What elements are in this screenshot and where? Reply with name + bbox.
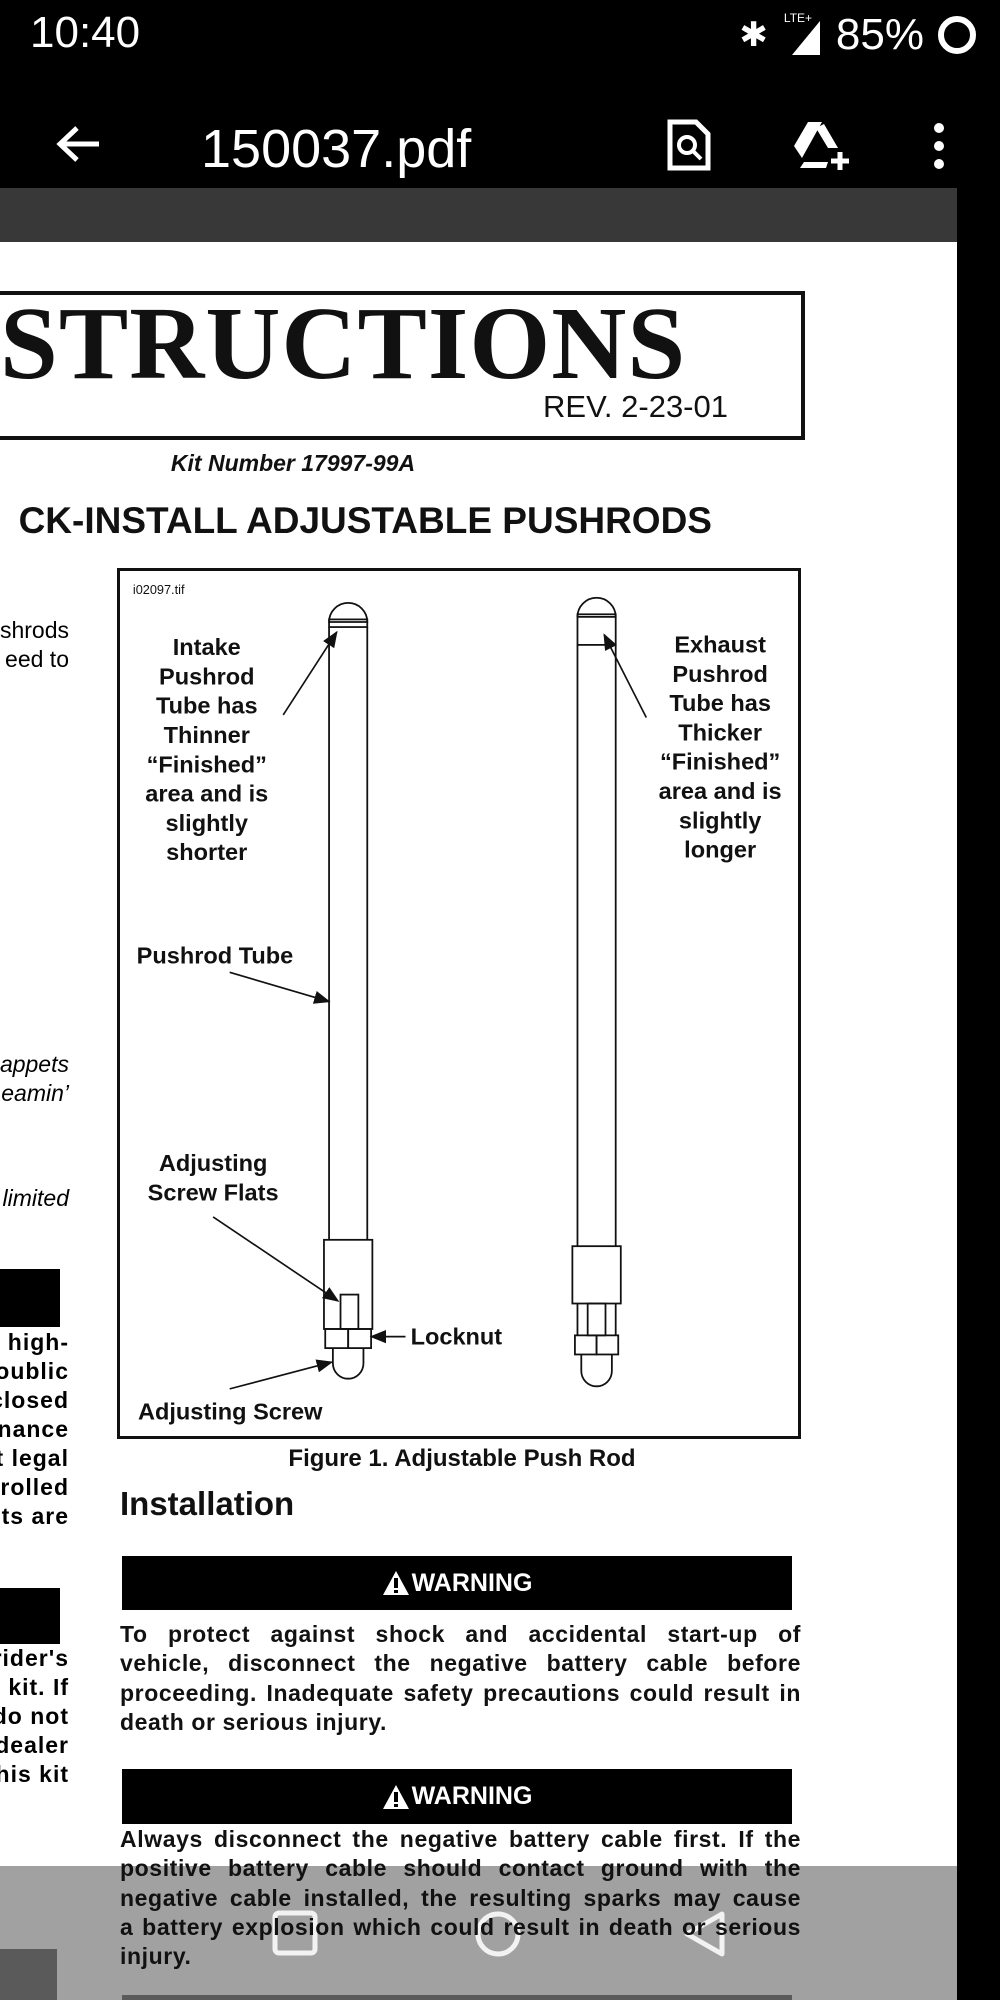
text-line: rolled bbox=[0, 1474, 69, 1500]
svg-text:Adjusting: Adjusting bbox=[159, 1150, 268, 1176]
svg-text:area and is: area and is bbox=[659, 778, 782, 804]
intake-pushrod bbox=[323, 602, 374, 1380]
adjusting-screw-flats-label: Adjusting Screw Flats bbox=[148, 1150, 279, 1205]
add-to-drive-icon[interactable] bbox=[790, 118, 854, 172]
document-title-heading: STRUCTIONS bbox=[0, 286, 687, 401]
text-line: kit. If bbox=[8, 1674, 69, 1700]
svg-text:Thicker: Thicker bbox=[678, 719, 762, 745]
document-title: 150037.pdf bbox=[201, 119, 472, 179]
svg-text:Exhaust: Exhaust bbox=[674, 632, 766, 658]
back-arrow-icon[interactable] bbox=[55, 124, 101, 164]
back-icon[interactable] bbox=[682, 1910, 728, 1958]
kit-number: Kit Number 17997-99A bbox=[170, 450, 416, 476]
text-line: t legal bbox=[0, 1445, 69, 1471]
text-line: ts are bbox=[1, 1503, 69, 1529]
left-text-group-1: shrods eed to bbox=[0, 616, 69, 674]
section-bar bbox=[0, 1269, 60, 1327]
exhaust-label: Exhaust Pushrod Tube has Thicker “Finish… bbox=[659, 632, 782, 863]
status-icons: ✱ LTE+ 85% bbox=[739, 10, 978, 60]
svg-text:longer: longer bbox=[684, 837, 756, 863]
text-line: oublic bbox=[0, 1358, 69, 1384]
svg-text:slightly: slightly bbox=[166, 810, 248, 836]
figure-adjustable-push-rod: i02097.tif Intake Pushrod bbox=[117, 568, 801, 1439]
text-line: eed to bbox=[5, 646, 69, 672]
adjusting-screw-arrow bbox=[229, 1359, 334, 1390]
svg-text:area and is: area and is bbox=[145, 781, 268, 807]
svg-text:Pushrod: Pushrod bbox=[672, 661, 768, 687]
revision: REV. 2-23-01 bbox=[543, 389, 728, 424]
text-line: appets bbox=[0, 1051, 69, 1077]
navigation-bar bbox=[0, 1866, 957, 2000]
warning-label: WARNING bbox=[411, 1782, 533, 1810]
text-line: eamin’ bbox=[1, 1080, 69, 1106]
warning-label: WARNING bbox=[411, 1568, 533, 1597]
intake-arrow bbox=[282, 630, 338, 716]
text-line: nance bbox=[0, 1416, 69, 1442]
battery-icon bbox=[938, 16, 976, 54]
svg-text:slightly: slightly bbox=[679, 807, 761, 833]
text-line: limited bbox=[2, 1185, 69, 1211]
pushrod-tube-label: Pushrod Tube bbox=[137, 942, 294, 968]
status-time: 10:40 bbox=[30, 8, 141, 57]
battery-percent: 85% bbox=[835, 10, 924, 59]
file-label: i02097.tif bbox=[133, 582, 185, 597]
svg-text:“Finished”: “Finished” bbox=[147, 751, 267, 777]
warning-triangle-icon bbox=[382, 1571, 409, 1595]
network-type: LTE+ bbox=[783, 11, 813, 25]
text-line: dealer bbox=[0, 1732, 69, 1758]
figure-caption: Figure 1. Adjustable Push Rod bbox=[288, 1445, 636, 1472]
locknut-label: Locknut bbox=[411, 1323, 503, 1349]
pushrod-tube-arrow bbox=[229, 971, 331, 1004]
text-line: his kit bbox=[0, 1761, 69, 1787]
pushrod-diagram: i02097.tif Intake Pushrod bbox=[133, 582, 782, 1425]
text-line: do not bbox=[0, 1703, 69, 1729]
svg-text:Intake: Intake bbox=[173, 634, 241, 660]
svg-text:Tube has: Tube has bbox=[669, 690, 771, 716]
text-line: shrods bbox=[0, 617, 69, 643]
left-text-group-2: appets eamin’ bbox=[0, 1050, 69, 1108]
exhaust-pushrod bbox=[571, 596, 622, 1388]
page-header-bar bbox=[0, 188, 957, 242]
pdf-page[interactable]: STRUCTIONS REV. 2-23-01 Kit Number 17997… bbox=[0, 242, 957, 2000]
installation-heading: Installation bbox=[120, 1485, 295, 1522]
warning-triangle-icon bbox=[382, 1784, 409, 1809]
warning-banner: WARNING bbox=[122, 1769, 792, 1824]
exhaust-arrow bbox=[603, 633, 648, 718]
svg-text:Screw Flats: Screw Flats bbox=[148, 1179, 279, 1205]
home-icon[interactable] bbox=[474, 1910, 522, 1958]
more-vert-icon[interactable] bbox=[930, 122, 948, 170]
section-bar bbox=[0, 1588, 60, 1644]
leader-arrows bbox=[212, 630, 648, 1390]
adjusting-screw-label: Adjusting Screw bbox=[138, 1398, 323, 1424]
signal-icon: LTE+ bbox=[780, 11, 824, 55]
svg-text:“Finished”: “Finished” bbox=[660, 749, 780, 775]
svg-text:Thinner: Thinner bbox=[164, 722, 250, 748]
svg-text:shorter: shorter bbox=[166, 839, 247, 865]
left-text-group-5: rider's kit. If do not dealer his kit bbox=[0, 1644, 69, 1789]
title-box bbox=[0, 291, 805, 440]
svg-text:Tube has: Tube has bbox=[156, 693, 258, 719]
text-line: high- bbox=[7, 1329, 69, 1355]
find-in-document-icon[interactable] bbox=[666, 118, 712, 172]
recents-icon[interactable] bbox=[272, 1910, 318, 1956]
warning-text: To protect against shock and accidental … bbox=[120, 1621, 801, 1735]
bluetooth-icon: ✱ bbox=[739, 16, 768, 54]
svg-text:Pushrod: Pushrod bbox=[159, 663, 255, 689]
warning-banner: WARNING bbox=[122, 1556, 792, 1610]
text-line: rider's bbox=[0, 1645, 69, 1671]
left-text-group-3: limited bbox=[3, 1184, 69, 1213]
section-heading: CK-INSTALL ADJUSTABLE PUSHRODS bbox=[18, 500, 712, 541]
intake-label: Intake Pushrod Tube has Thinner “Finishe… bbox=[145, 634, 268, 865]
warning-text: Always disconnect the negative battery c… bbox=[120, 1826, 801, 1970]
flats-arrow bbox=[212, 1216, 340, 1302]
